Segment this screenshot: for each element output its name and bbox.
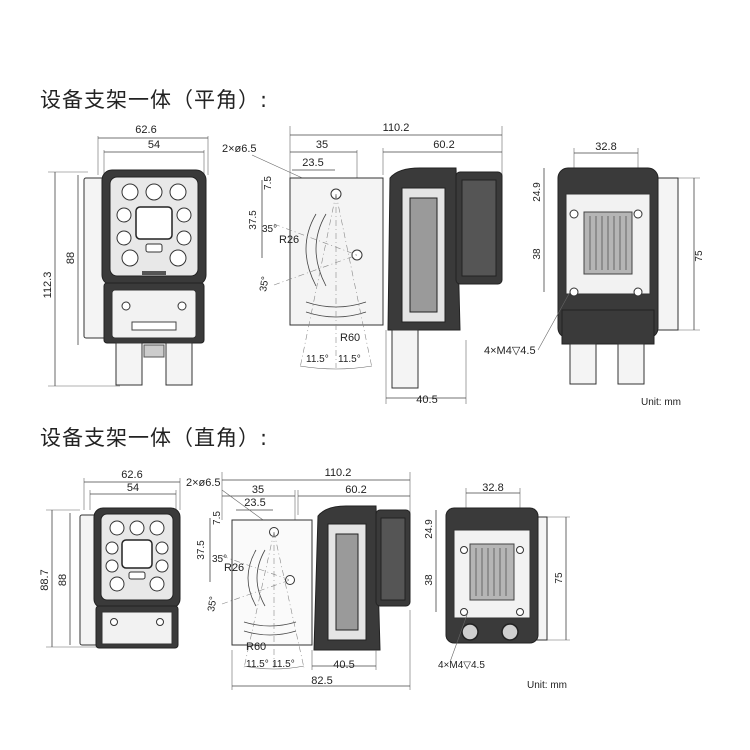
right-dim-front-width-outer: 62.6: [121, 469, 142, 481]
flat-dim-depth-bottom: 40.5: [416, 394, 437, 406]
flat-angle-right: 11.5°: [338, 354, 361, 365]
flat-radius-large: R60: [340, 332, 360, 344]
section-title-right-angle: 设备支架一体（直角）:: [40, 426, 269, 450]
unit-label-flat: Unit: mm: [641, 397, 681, 408]
right-dim-hole-vertical: 37.5: [196, 540, 207, 560]
right-dim-front-height-outer: 88.7: [39, 569, 51, 590]
right-screw-spec: 4×M4▽4.5: [438, 660, 485, 671]
flat-dim-back-height: 75: [694, 250, 705, 262]
right-dim-side-left: 35: [252, 484, 264, 496]
flat-dim-hole-distance: 23.5: [302, 157, 323, 169]
right-radius-large: R60: [246, 641, 266, 653]
section-title-flat: 设备支架一体（平角）:: [40, 88, 269, 112]
flat-back-view: 32.8 24.9 38 75 4×M4▽4.5: [484, 141, 705, 385]
flat-dim-back-mid: 38: [532, 248, 543, 260]
right-angle-right: 11.5°: [272, 659, 295, 670]
right-angle-a: 35°: [212, 554, 227, 565]
right-front-view: 62.6 54 88.7 88: [39, 469, 181, 649]
right-dim-side-total: 110.2: [325, 467, 352, 479]
right-dim-depth-bottom: 40.5: [333, 659, 354, 671]
right-dim-back-height: 75: [554, 572, 565, 584]
flat-dim-side-total: 110.2: [383, 122, 410, 134]
right-side-view: 110.2 35 60.2 23.5 2×ø6.5 7.5 37.5 35° 3…: [186, 467, 411, 690]
flat-front-view: 62.6 54 112.3 88: [42, 124, 209, 387]
flat-angle-a: 35°: [262, 224, 277, 235]
right-radius-small: R26: [224, 562, 244, 574]
flat-screw-spec: 4×M4▽4.5: [484, 345, 536, 357]
right-dim-side-right: 60.2: [345, 484, 366, 496]
flat-hole-spec: 2×ø6.5: [222, 143, 257, 155]
flat-dim-hole-top: 7.5: [263, 176, 274, 190]
flat-dim-hole-vertical: 37.5: [248, 210, 259, 230]
right-dim-back-mid: 38: [424, 574, 435, 586]
right-dim-front-height-inner: 88: [57, 574, 69, 586]
right-dim-depth-total: 82.5: [311, 675, 332, 687]
flat-angle-left: 11.5°: [306, 354, 329, 365]
right-dim-hole-top: 7.5: [212, 511, 223, 525]
right-dim-hole-distance: 23.5: [244, 497, 265, 509]
right-dim-front-width-inner: 54: [127, 482, 139, 494]
right-dim-back-top: 24.9: [424, 519, 435, 539]
right-hole-spec: 2×ø6.5: [186, 477, 221, 489]
flat-dim-back-width: 32.8: [595, 141, 616, 153]
unit-label-right-angle: Unit: mm: [527, 680, 567, 691]
right-dim-back-width: 32.8: [482, 482, 503, 494]
right-back-view: 32.8 24.9 38 75 4×M4▽4.5: [424, 482, 570, 671]
flat-dim-front-width-inner: 54: [148, 139, 160, 151]
flat-angle-b: 35°: [258, 276, 271, 293]
flat-dim-front-height-inner: 88: [65, 252, 77, 264]
flat-dim-front-width-outer: 62.6: [135, 124, 156, 136]
flat-dim-front-height-outer: 112.3: [42, 272, 54, 299]
flat-dim-back-top: 24.9: [532, 182, 543, 202]
right-angle-left: 11.5°: [246, 659, 269, 670]
right-angle-b: 35°: [206, 596, 219, 613]
flat-dim-side-left: 35: [316, 139, 328, 151]
flat-side-view: 110.2 35 60.2 23.5 2×ø6.5 7.5 37.5 3: [222, 122, 503, 406]
flat-radius-small: R26: [279, 234, 299, 246]
flat-dim-side-right: 60.2: [433, 139, 454, 151]
